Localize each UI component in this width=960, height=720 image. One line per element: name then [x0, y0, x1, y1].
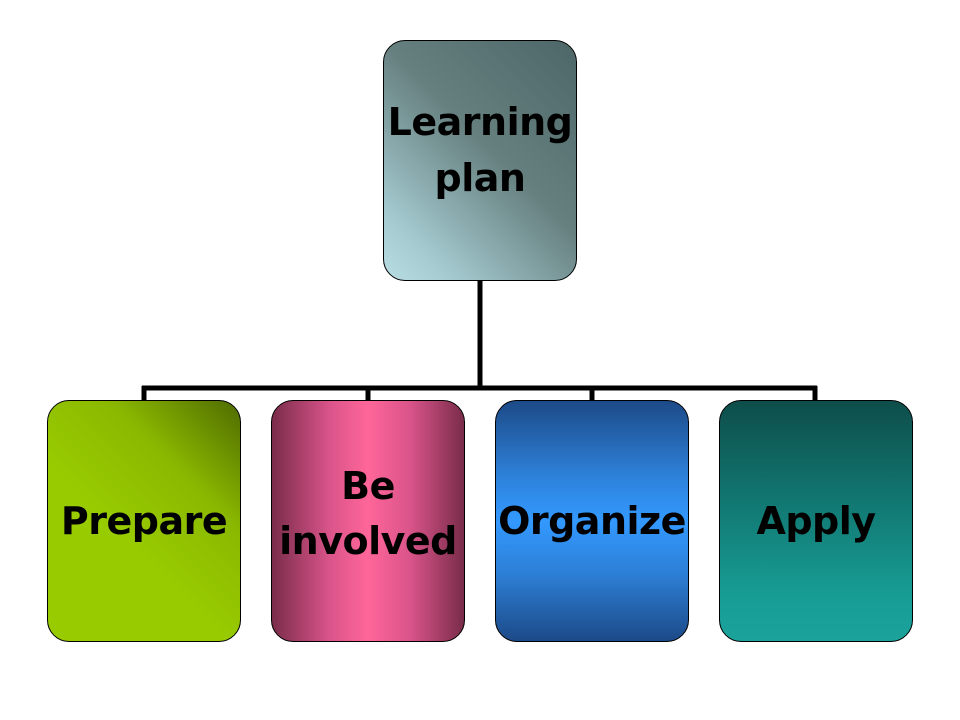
- organize-label: Organize: [498, 499, 686, 544]
- root-label-line-2: plan: [434, 155, 526, 200]
- root-node-label: Learning plan: [388, 95, 573, 205]
- child-node-organize: Organize: [495, 400, 689, 642]
- child-node-label: Apply: [756, 494, 876, 549]
- child-node-apply: Apply: [719, 400, 913, 642]
- root-node-learning-plan: Learning plan: [383, 40, 577, 281]
- be-involved-label-line-2: involved: [279, 519, 457, 563]
- child-node-label: Organize: [498, 494, 686, 549]
- apply-label: Apply: [756, 499, 876, 544]
- be-involved-label-line-1: Be: [341, 463, 395, 508]
- root-label-line-1: Learning: [387, 100, 573, 145]
- child-node-be-involved: Be involved: [271, 400, 465, 642]
- child-node-label: Be involved: [279, 459, 457, 569]
- prepare-label: Prepare: [60, 499, 228, 544]
- child-node-label: Prepare: [60, 494, 228, 549]
- child-node-prepare: Prepare: [47, 400, 241, 642]
